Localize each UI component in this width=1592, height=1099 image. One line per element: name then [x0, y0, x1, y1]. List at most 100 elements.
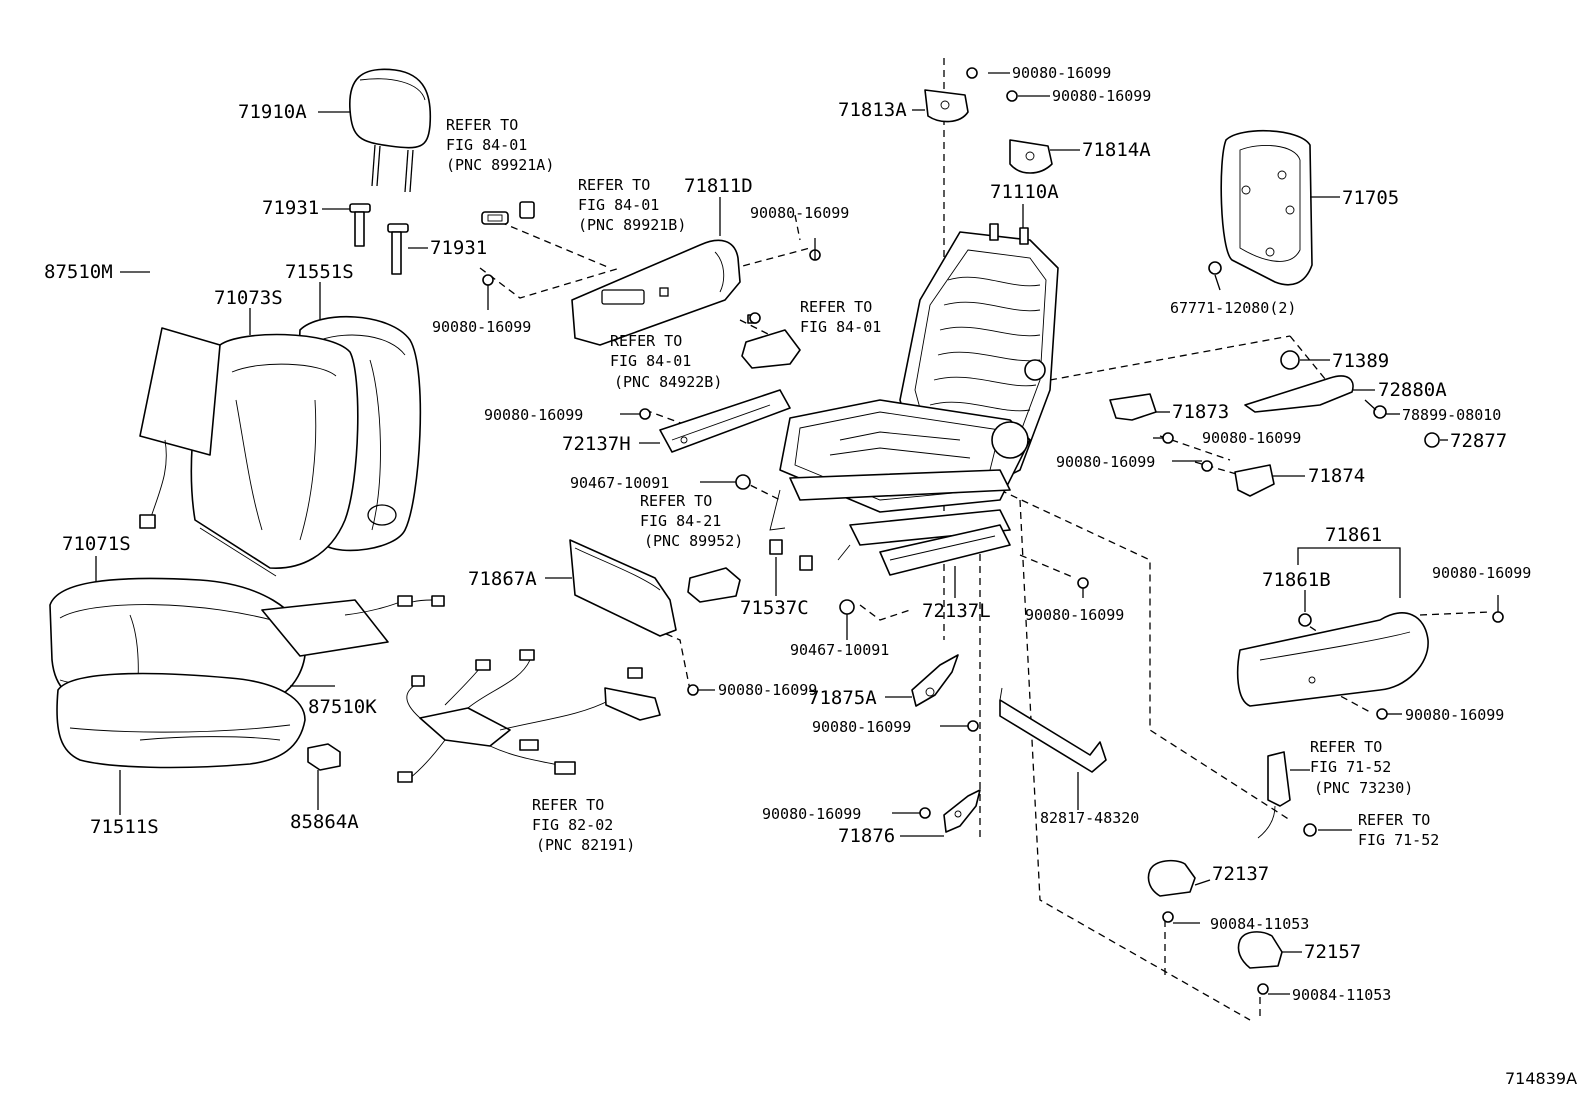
clip-71861B	[1298, 613, 1312, 627]
bracket-71876	[943, 789, 981, 833]
label-90080-16099-2: 90080-16099	[1052, 87, 1151, 105]
switch-89921A	[481, 211, 509, 225]
ref3-line1: REFER TO	[800, 298, 872, 316]
rail-cover-72137H	[659, 389, 791, 453]
label-72157: 72157	[1304, 941, 1361, 963]
ref2-line2: FIG 84-01	[578, 196, 659, 214]
ref8-line2: FIG 71-52	[1358, 831, 1439, 849]
switch-89921B	[519, 201, 535, 219]
ref1-line3: (PNC 89921A)	[446, 156, 554, 174]
label-71551S: 71551S	[285, 261, 354, 283]
label-71931-b: 71931	[430, 237, 487, 259]
ref6-line2: FIG 82-02	[532, 816, 613, 834]
label-71389: 71389	[1332, 350, 1389, 372]
label-71931-a: 71931	[262, 197, 319, 219]
label-71867A: 71867A	[468, 568, 537, 590]
bracket-82817-48320	[999, 687, 1107, 773]
label-71073S: 71073S	[214, 287, 283, 309]
ref6-line3: (PNC 82191)	[536, 836, 635, 854]
refer-to-notes: REFER TO FIG 84-01 (PNC 89921A) REFER TO…	[446, 116, 1439, 854]
connector-84922B	[741, 314, 801, 369]
label-71813A: 71813A	[838, 99, 907, 121]
label-90080-16099-12: 90080-16099	[1432, 564, 1531, 582]
label-87510M: 87510M	[44, 261, 113, 283]
label-71705: 71705	[1342, 187, 1399, 209]
headrest-71910A	[349, 68, 432, 193]
recliner-cover-72880A	[1244, 375, 1354, 413]
screw-78899	[1364, 399, 1387, 419]
label-90080-16099-9: 90080-16099	[812, 718, 911, 736]
ref7-line3: (PNC 73230)	[1314, 779, 1413, 797]
part-number-labels: 71910A 71931 71931 71551S 71073S 87510M …	[44, 99, 1507, 963]
side-shield-71811D	[571, 239, 741, 346]
leader-lines	[95, 72, 1499, 995]
label-71861: 71861	[1325, 524, 1382, 546]
label-90467-10091-1: 90467-10091	[570, 474, 669, 492]
bracket-72157	[1237, 931, 1283, 969]
label-90080-16099-8: 90080-16099	[718, 681, 817, 699]
label-90080-16099-7: 90080-16099	[1025, 606, 1124, 624]
side-cover-71867A	[569, 539, 677, 637]
seat-frame-71110A	[769, 223, 1059, 561]
seat-heater-pad-87510M	[139, 327, 221, 529]
clip-71537C	[769, 539, 813, 571]
ref5-line3: (PNC 89952)	[644, 532, 743, 550]
diagram-code: 714839A	[1505, 1069, 1577, 1088]
module-89952	[687, 567, 741, 603]
ref2-line1: REFER TO	[578, 176, 650, 194]
label-78899-08010: 78899-08010	[1402, 406, 1501, 424]
ref1-line2: FIG 84-01	[446, 136, 527, 154]
label-72137H: 72137H	[562, 433, 631, 455]
bracket-71873	[1109, 393, 1157, 421]
knob-71389	[1280, 350, 1300, 370]
label-87510K: 87510K	[308, 696, 377, 718]
rail-cover-72137L	[879, 524, 1011, 576]
ref7-line2: FIG 71-52	[1310, 758, 1391, 776]
ref8-line1: REFER TO	[1358, 811, 1430, 829]
label-71071S: 71071S	[62, 533, 131, 555]
label-90467-10091-2: 90467-10091	[790, 641, 889, 659]
label-71861B: 71861B	[1262, 569, 1331, 591]
hinge-cover-71813A	[924, 89, 969, 123]
label-90080-16099-6: 90080-16099	[1056, 453, 1155, 471]
bracket-71874	[1234, 464, 1275, 497]
label-72137L: 72137L	[922, 600, 991, 622]
label-67771-12080: 67771-12080(2)	[1170, 299, 1296, 317]
fastener-labels: 90080-16099 90080-16099 90080-16099 9008…	[432, 64, 1531, 1004]
label-90080-16099-10: 90080-16099	[762, 805, 861, 823]
ref3-line2: FIG 84-01	[800, 318, 881, 336]
label-90084-11053-2: 90084-11053	[1292, 986, 1391, 1004]
label-82817-48320: 82817-48320	[1040, 809, 1139, 827]
label-90080-16099-1: 90080-16099	[1012, 64, 1111, 82]
back-board-71705	[1208, 130, 1313, 286]
ref2-line3: (PNC 89921B)	[578, 216, 686, 234]
label-90084-11053-1: 90084-11053	[1210, 915, 1309, 933]
seat-cushion-pad-71511S	[56, 672, 306, 769]
label-71110A: 71110A	[990, 181, 1059, 203]
label-71875A: 71875A	[808, 687, 877, 709]
label-90080-16099-3: 90080-16099	[750, 204, 849, 222]
ref4-line2: FIG 84-01	[610, 352, 691, 370]
label-85864A: 85864A	[290, 811, 359, 833]
label-90080-16099-11: 90080-16099	[1202, 429, 1301, 447]
label-71874: 71874	[1308, 465, 1365, 487]
label-72137: 72137	[1212, 863, 1269, 885]
label-71811D: 71811D	[684, 175, 753, 197]
label-71511S: 71511S	[90, 816, 159, 838]
ref5-line2: FIG 84-21	[640, 512, 721, 530]
ref6-line1: REFER TO	[532, 796, 604, 814]
ref4-line1: REFER TO	[610, 332, 682, 350]
label-90080-16099-13: 90080-16099	[1405, 706, 1504, 724]
seatbelt-buckle-73230	[1257, 751, 1291, 839]
ref7-line1: REFER TO	[1310, 738, 1382, 756]
headrest-guide-71931	[349, 203, 409, 275]
label-71873: 71873	[1172, 401, 1229, 423]
label-90080-16099-4: 90080-16099	[432, 318, 531, 336]
label-72880A: 72880A	[1378, 379, 1447, 401]
bracket-72137	[1147, 859, 1196, 897]
label-71537C: 71537C	[740, 597, 809, 619]
wire-harness	[397, 649, 661, 783]
cap-72877	[1424, 432, 1440, 448]
